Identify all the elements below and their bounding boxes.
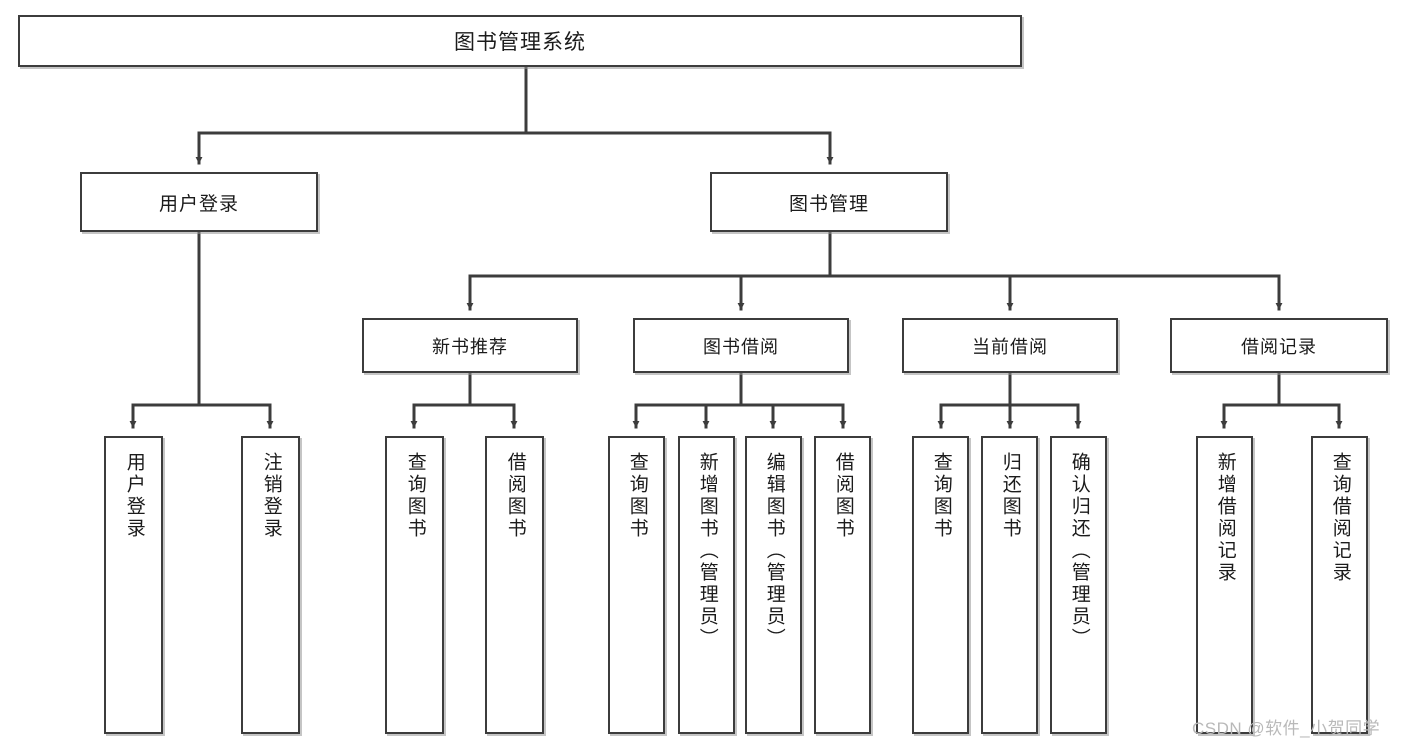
- node-current-borrow[interactable]: 当前借阅: [902, 318, 1118, 373]
- node-leaf-borrow-book-2[interactable]: 借阅图书: [814, 436, 871, 734]
- node-leaf-add-record-label: 新增借阅记录: [1214, 452, 1236, 584]
- node-leaf-add-book-label: 新增图书（管理员）: [696, 452, 718, 650]
- node-leaf-user-logout-label: 注销登录: [260, 452, 282, 540]
- node-leaf-borrow-book-1[interactable]: 借阅图书: [485, 436, 544, 734]
- node-root[interactable]: 图书管理系统: [18, 15, 1022, 67]
- node-new-book-recommend[interactable]: 新书推荐: [362, 318, 578, 373]
- node-leaf-query-record-label: 查询借阅记录: [1329, 452, 1351, 584]
- node-leaf-query-book-1[interactable]: 查询图书: [385, 436, 444, 734]
- node-leaf-user-login[interactable]: 用户登录: [104, 436, 163, 734]
- csdn-watermark: CSDN @软件_小贺同学: [1192, 719, 1381, 738]
- node-borrow-record[interactable]: 借阅记录: [1170, 318, 1388, 373]
- node-leaf-return-book-label: 归还图书: [999, 452, 1021, 540]
- node-root-label: 图书管理系统: [454, 31, 586, 54]
- node-current-borrow-label: 当前借阅: [972, 336, 1048, 357]
- node-borrow-record-label: 借阅记录: [1241, 336, 1317, 357]
- node-leaf-query-record[interactable]: 查询借阅记录: [1311, 436, 1368, 734]
- node-leaf-user-login-label: 用户登录: [123, 452, 145, 540]
- node-leaf-query-book-2[interactable]: 查询图书: [608, 436, 665, 734]
- node-leaf-add-record[interactable]: 新增借阅记录: [1196, 436, 1253, 734]
- node-book-manage[interactable]: 图书管理: [710, 172, 948, 232]
- node-user-login-label: 用户登录: [158, 193, 239, 215]
- node-leaf-confirm-return-label: 确认归还（管理员）: [1068, 452, 1090, 650]
- node-user-login[interactable]: 用户登录: [80, 172, 318, 232]
- node-leaf-add-book[interactable]: 新增图书（管理员）: [678, 436, 735, 734]
- node-book-borrow[interactable]: 图书借阅: [633, 318, 849, 373]
- node-leaf-confirm-return[interactable]: 确认归还（管理员）: [1050, 436, 1107, 734]
- node-leaf-query-book-2-label: 查询图书: [626, 452, 648, 540]
- node-leaf-query-book-1-label: 查询图书: [404, 452, 426, 540]
- node-leaf-edit-book[interactable]: 编辑图书（管理员）: [745, 436, 802, 734]
- node-leaf-borrow-book-2-label: 借阅图书: [832, 452, 854, 540]
- node-new-book-recommend-label: 新书推荐: [432, 336, 508, 357]
- node-book-manage-label: 图书管理: [788, 193, 869, 215]
- node-book-borrow-label: 图书借阅: [703, 336, 779, 357]
- node-leaf-borrow-book-1-label: 借阅图书: [504, 452, 526, 540]
- node-leaf-user-logout[interactable]: 注销登录: [241, 436, 300, 734]
- node-leaf-return-book[interactable]: 归还图书: [981, 436, 1038, 734]
- node-leaf-query-book-3[interactable]: 查询图书: [912, 436, 969, 734]
- node-leaf-query-book-3-label: 查询图书: [930, 452, 952, 540]
- node-leaf-edit-book-label: 编辑图书（管理员）: [763, 452, 785, 650]
